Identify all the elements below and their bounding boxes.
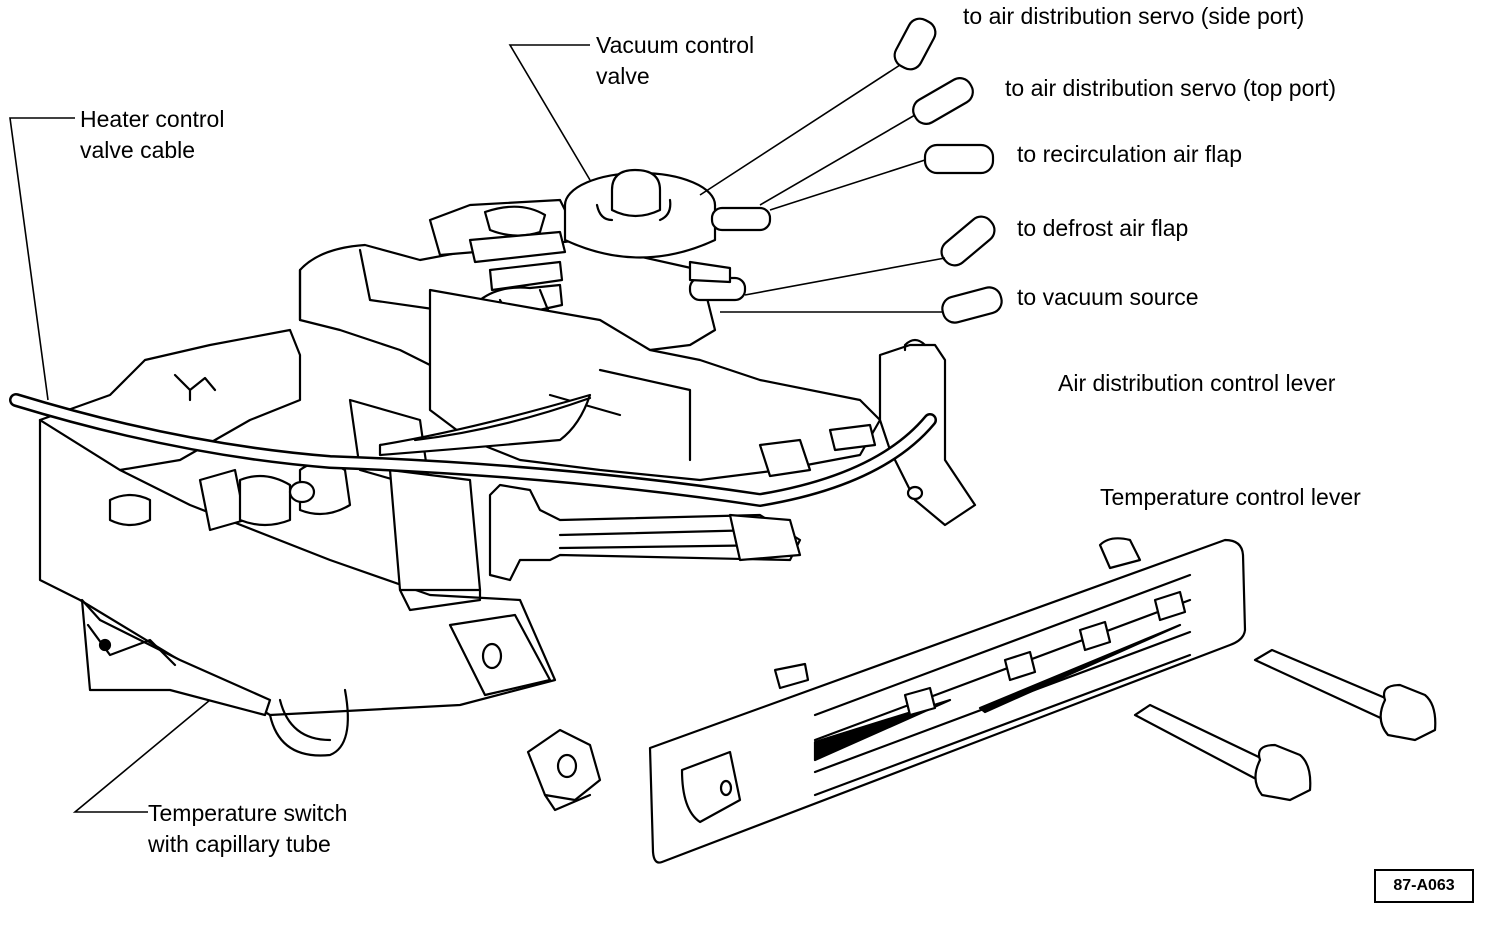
control-panel <box>648 537 1247 864</box>
air-servo-side-port-label: to air distribution servo (side port) <box>963 3 1305 29</box>
leader-lines <box>9 44 946 813</box>
panel-clip <box>526 728 602 812</box>
air-servo-top-port-label: to air distribution servo (top port) <box>1005 75 1337 101</box>
recirculation-flap-label: to recirculation air flap <box>1017 141 1242 167</box>
vacuum-source-label: to vacuum source <box>1017 284 1199 310</box>
vacuum-hose-fittings <box>893 17 1003 324</box>
air-distribution-lever-slide <box>1253 648 1437 742</box>
vacuum-control-valve-label: Vacuum control valve <box>596 32 755 89</box>
figure-id-badge: 87-A063 <box>1374 869 1474 903</box>
heater-control-cable-label: Heater control valve cable <box>80 106 225 163</box>
air-distribution-lever-label: Air distribution control lever <box>1058 370 1336 396</box>
temperature-lever-label: Temperature control lever <box>1100 484 1361 510</box>
defrost-flap-label: to defrost air flap <box>1017 215 1189 241</box>
temperature-lever-slide <box>1133 703 1312 802</box>
heater-control-housing <box>38 328 557 757</box>
temperature-switch-label: Temperature switch with capillary tube <box>148 800 348 857</box>
